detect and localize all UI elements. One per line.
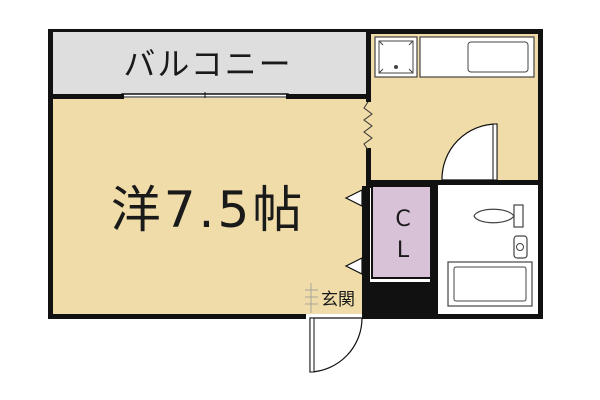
interior-walls	[362, 148, 543, 319]
western-room-floor	[52, 98, 370, 314]
entrance-door-swing	[309, 317, 363, 373]
closet-doors	[344, 189, 363, 275]
sink-icon	[419, 36, 535, 78]
balcony-area	[49, 30, 369, 96]
accordion-door	[363, 101, 373, 151]
balcony-label: バルコニー	[123, 45, 292, 83]
washbasin-icon	[513, 235, 528, 259]
western-room-label: 洋7.5帖	[111, 181, 306, 239]
entrance-floor	[370, 282, 438, 314]
entrance-step	[305, 283, 368, 313]
bathtub-icon	[447, 261, 533, 307]
stove-icon	[374, 36, 418, 78]
closet-label-c: C	[395, 207, 410, 232]
entrance-label: 玄関	[321, 290, 355, 310]
exterior-walls	[48, 29, 543, 319]
door-swing-icon	[441, 123, 498, 181]
entrance-tile-pattern	[305, 283, 318, 313]
closet-label-l: L	[397, 238, 410, 263]
closet-floor	[371, 185, 435, 279]
toilet-icon	[473, 204, 524, 228]
